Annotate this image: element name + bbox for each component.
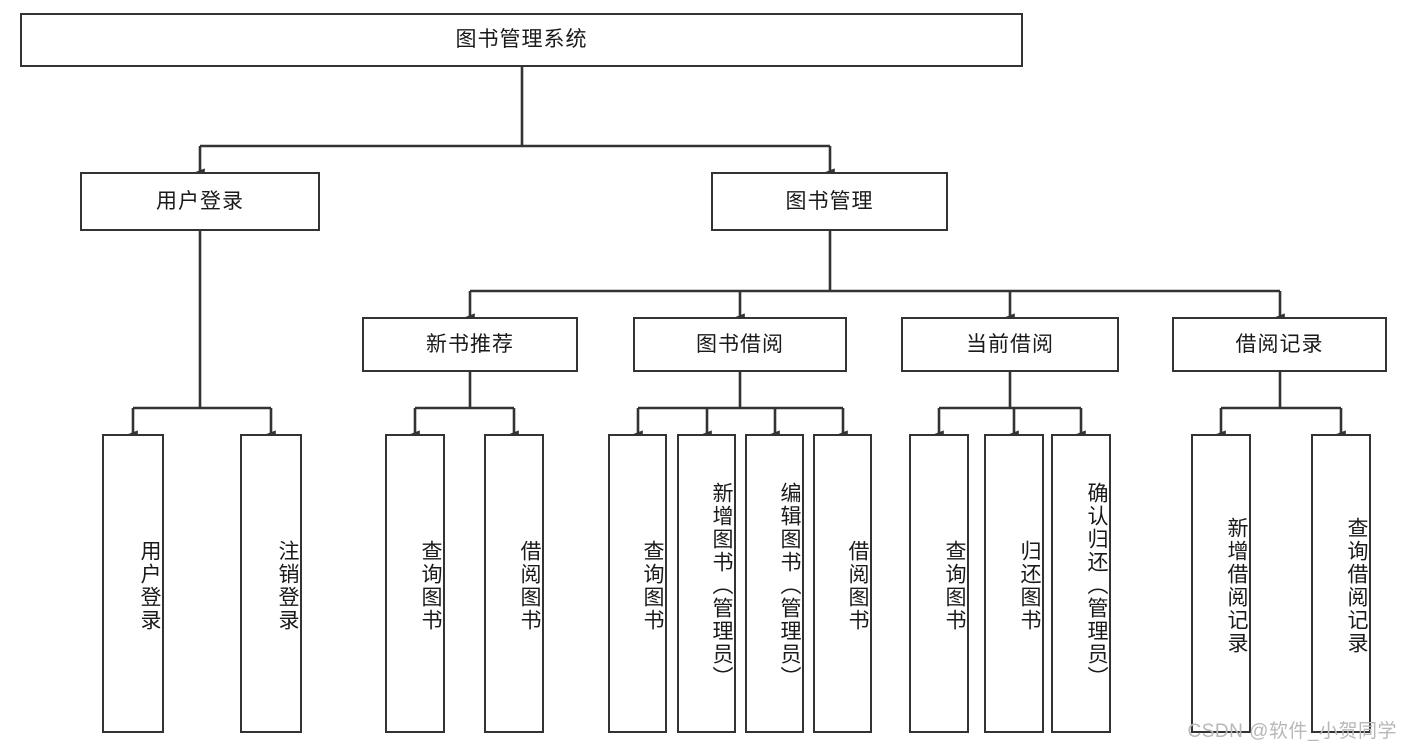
leaf-borrow-book-borrow[interactable]: 借阅图书 — [813, 434, 872, 733]
node-label: 新增借阅记录 — [1225, 516, 1248, 655]
node-new-book-recommend[interactable]: 新书推荐 — [362, 317, 578, 372]
node-label: 用户登录 — [156, 189, 244, 213]
node-label: 图书借阅 — [696, 332, 784, 356]
node-label: 查询图书 — [419, 539, 442, 632]
csdn-watermark: CSDN @软件_小贺同学 — [1187, 721, 1397, 742]
node-label: 注销登录 — [276, 539, 299, 632]
node-root[interactable]: 图书管理系统 — [20, 13, 1023, 67]
leaf-query-borrow-record[interactable]: 查询借阅记录 — [1311, 434, 1371, 733]
node-label: 归还图书 — [1018, 539, 1041, 632]
node-label: 图书管理 — [785, 189, 874, 213]
node-label: 查询图书 — [641, 539, 664, 632]
node-label: 查询图书 — [943, 539, 966, 632]
leaf-return-book[interactable]: 归还图书 — [984, 434, 1044, 733]
node-borrow-record[interactable]: 借阅记录 — [1172, 317, 1387, 372]
leaf-query-book-current[interactable]: 查询图书 — [909, 434, 969, 733]
node-book-borrow[interactable]: 图书借阅 — [633, 317, 847, 372]
leaf-borrow-book-recommend[interactable]: 借阅图书 — [484, 434, 544, 733]
node-label: 借阅图书 — [518, 539, 541, 632]
leaf-user-login[interactable]: 用户登录 — [102, 434, 164, 733]
leaf-query-book-borrow[interactable]: 查询图书 — [608, 434, 667, 733]
node-label: 借阅图书 — [846, 539, 869, 632]
leaf-logout[interactable]: 注销登录 — [240, 434, 302, 733]
leaf-add-book-admin[interactable]: 新增图书（管理员） — [677, 434, 736, 733]
leaf-add-borrow-record[interactable]: 新增借阅记录 — [1191, 434, 1251, 733]
leaf-query-book-recommend[interactable]: 查询图书 — [385, 434, 445, 733]
node-label: 查询借阅记录 — [1345, 516, 1368, 655]
node-label: 确认归还（管理员） — [1085, 482, 1108, 689]
node-label: 新书推荐 — [426, 332, 514, 356]
node-label: 新增图书（管理员） — [710, 482, 733, 689]
node-label: 当前借阅 — [966, 332, 1054, 356]
node-book-manage[interactable]: 图书管理 — [711, 172, 948, 231]
leaf-edit-book-admin[interactable]: 编辑图书（管理员） — [745, 434, 804, 733]
node-label: 用户登录 — [138, 539, 161, 632]
leaf-confirm-return-admin[interactable]: 确认归还（管理员） — [1051, 434, 1111, 733]
node-user-login[interactable]: 用户登录 — [80, 172, 320, 231]
node-label: 图书管理系统 — [455, 28, 588, 52]
node-label: 编辑图书（管理员） — [778, 482, 801, 689]
node-current-borrow[interactable]: 当前借阅 — [901, 317, 1119, 372]
node-label: 借阅记录 — [1235, 332, 1324, 356]
